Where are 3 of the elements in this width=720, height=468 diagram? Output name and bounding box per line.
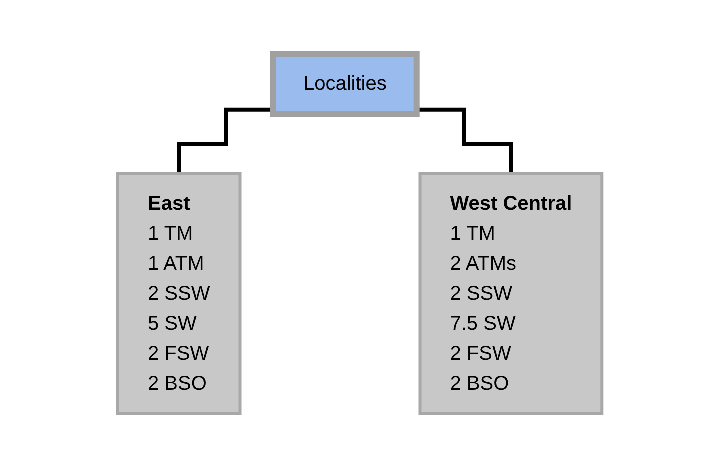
node-box: West Central 1 TM 2 ATMs 2 SSW 7.5 SW 2 FSW 2 BSO	[418, 172, 604, 416]
node-box: East 1 TM 1 ATM 2 SSW 5 SW 2 FSW 2 BSO	[116, 172, 242, 416]
node-box: Localities	[270, 51, 420, 117]
